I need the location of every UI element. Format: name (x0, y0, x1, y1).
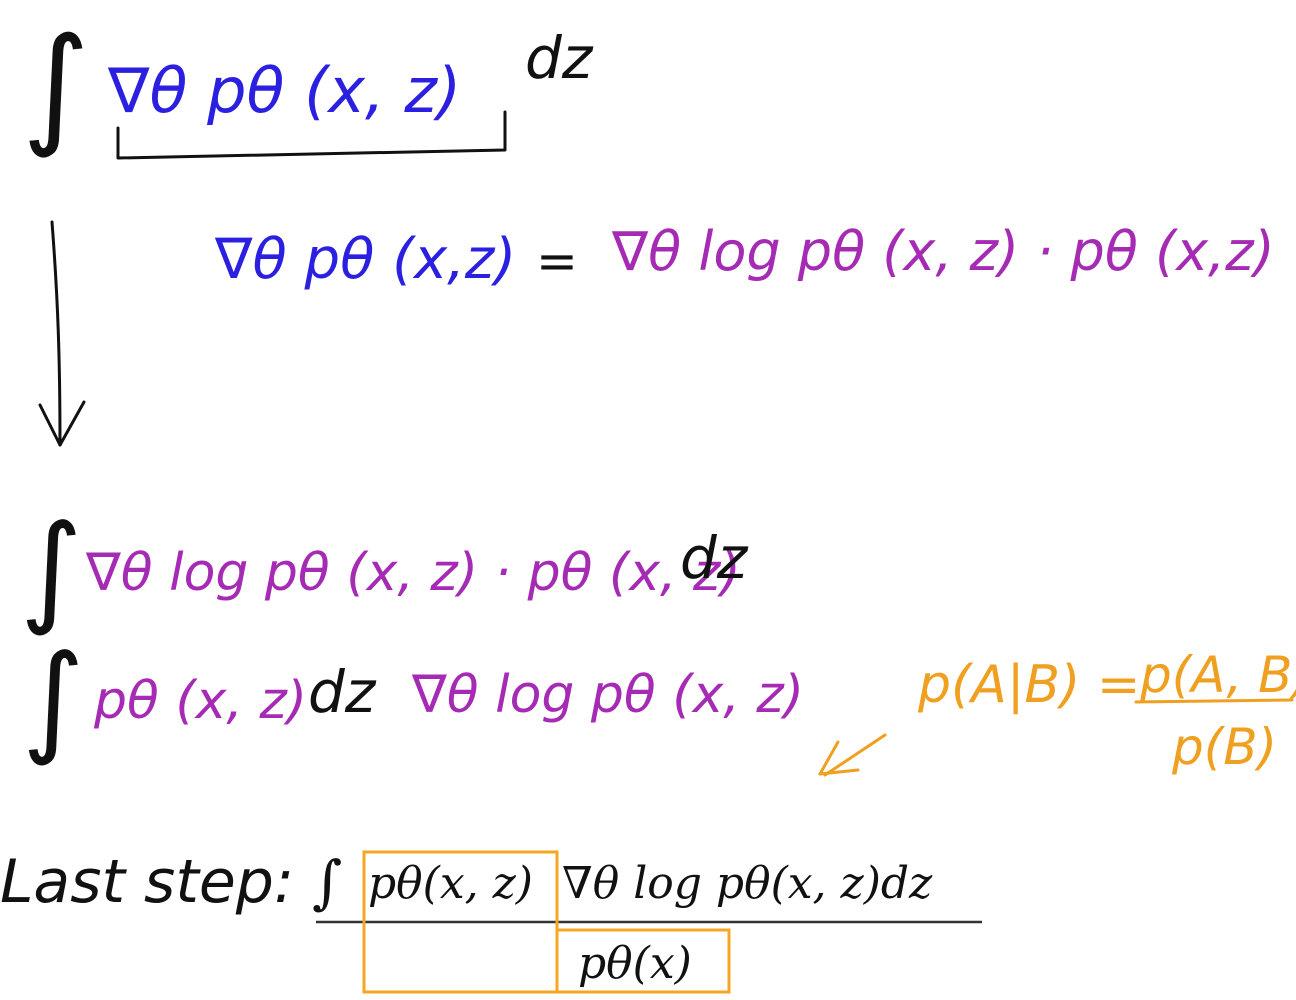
line4-p: pθ (x, z) (93, 671, 307, 731)
bayes-lhs: p(A|B) = (917, 655, 1140, 715)
bayes-denominator: p(B) (1171, 718, 1277, 776)
last-step-numerator-rest: ∇θ log pθ(x, z)dz (562, 858, 933, 909)
highlight-box-denominator (555, 928, 731, 994)
line2-equals: = (536, 232, 578, 290)
last-step-numerator-p: pθ(x, z) (368, 858, 533, 909)
line1-dz: dz (525, 24, 594, 92)
underbrace (116, 110, 507, 160)
line3-integral: ∫ (20, 500, 83, 639)
last-step-label: Last step: (0, 847, 294, 917)
bayes-note: p(A|B) = p(A, B) p(B) (917, 646, 1296, 776)
line2: ∇θ pθ (x,z) = ∇θ log pθ (x, z) · pθ (x,z… (214, 220, 1275, 292)
line1-expression: ∇θ pθ (x, z) (107, 54, 461, 127)
line4: ∫ pθ (x, z) dz ∇θ log pθ (x, z) (22, 630, 804, 769)
bayes-fraction-bar (1134, 698, 1294, 704)
last-step-integral: ∫ (312, 848, 342, 916)
down-arrow-icon (38, 220, 86, 447)
last-step: Last step: ∫ pθ(x, z) ∇θ log pθ(x, z)dz … (0, 847, 982, 994)
line1: ∫ ∇θ pθ (x, z) dz (22, 9, 594, 161)
last-step-denominator: pθ(x) (578, 938, 692, 989)
line3-expression: ∇θ log pθ (x, z) · pθ (x, z) (85, 543, 741, 603)
line4-integral: ∫ (22, 630, 85, 769)
highlight-box-numerator (362, 850, 559, 994)
line4-grad: ∇θ log pθ (x, z) (411, 665, 804, 725)
line2-lhs: ∇θ pθ (x,z) (214, 227, 516, 292)
line4-dz: dz (308, 658, 377, 726)
bayes-numerator: p(A, B) (1139, 646, 1296, 704)
line3-dz: dz (680, 524, 749, 592)
line2-rhs: ∇θ log pθ (x, z) · pθ (x,z) (611, 220, 1275, 283)
orange-arrow-icon (818, 733, 887, 777)
line1-integral: ∫ (22, 9, 90, 161)
line3: ∫ ∇θ log pθ (x, z) · pθ (x, z) dz (20, 500, 749, 639)
